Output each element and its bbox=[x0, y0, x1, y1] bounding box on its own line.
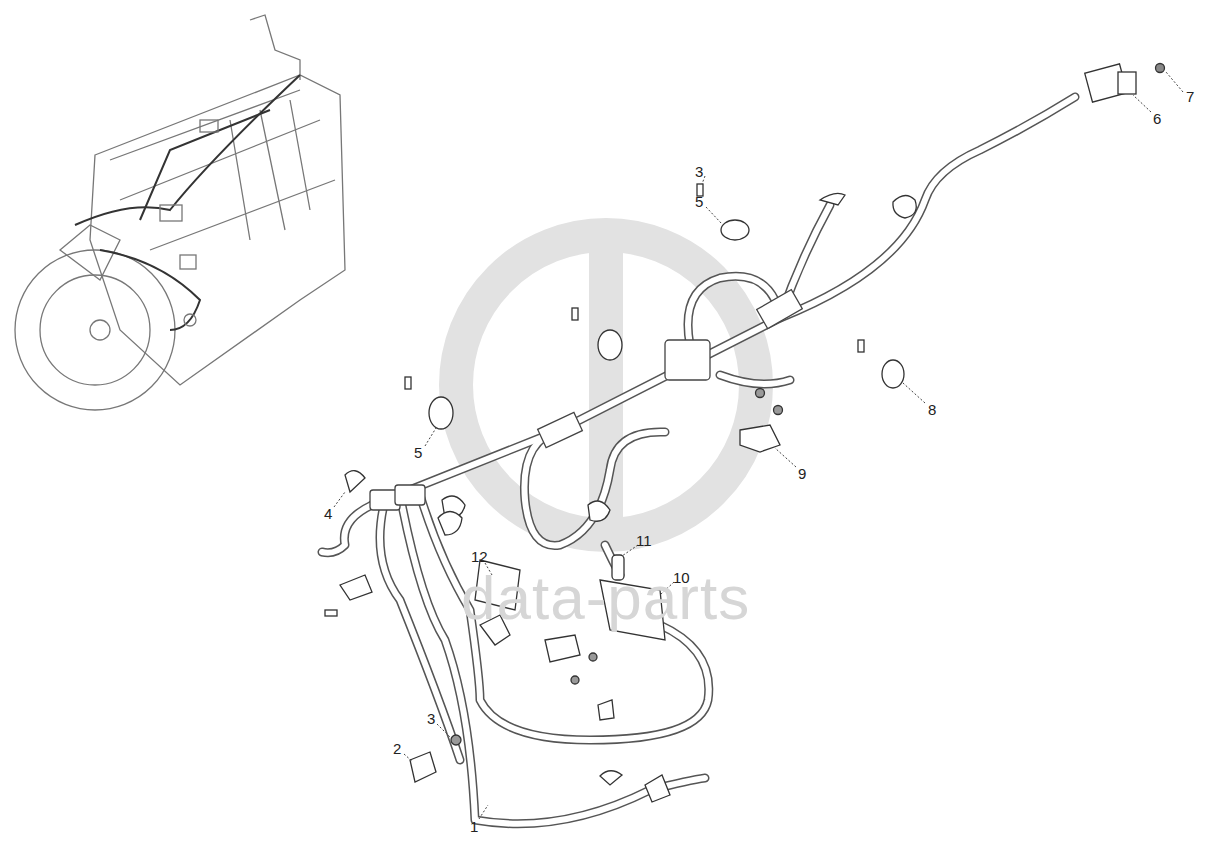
callout-number: 5 bbox=[414, 445, 422, 460]
loose-parts bbox=[325, 64, 1165, 803]
callout-number: 5 bbox=[695, 194, 703, 209]
leader-lines bbox=[334, 72, 1183, 819]
callout-number: 12 bbox=[471, 549, 488, 564]
harness-cables bbox=[322, 97, 1075, 824]
harness-sleeves bbox=[370, 290, 802, 510]
callout-number: 2 bbox=[393, 741, 401, 756]
callout-number: 3 bbox=[695, 164, 703, 179]
callout-number: 4 bbox=[324, 506, 332, 521]
engine-sketch bbox=[15, 15, 345, 410]
watermark-text: data-parts bbox=[461, 567, 750, 629]
callout-number: 6 bbox=[1153, 111, 1161, 126]
callout-number: 7 bbox=[1186, 89, 1194, 104]
callout-number: 3 bbox=[427, 711, 435, 726]
callout-number: 11 bbox=[636, 533, 652, 548]
callout-number: 1 bbox=[470, 819, 478, 834]
callout-number: 8 bbox=[928, 402, 936, 417]
callout-number: 9 bbox=[798, 466, 806, 481]
